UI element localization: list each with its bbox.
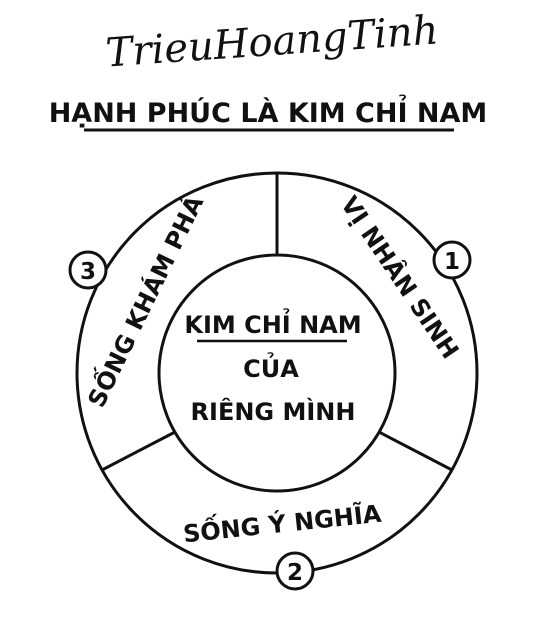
page-title: HẠNH PHÚC LÀ KIM CHỈ NAM: [49, 94, 488, 129]
badge-2: 2: [275, 551, 315, 591]
center-line-1: KIM CHỈ NAM: [184, 306, 361, 339]
center-line-3: RIÊNG MÌNH: [191, 397, 356, 426]
badge-1-circle: [432, 240, 472, 280]
badge-1-number: 1: [444, 249, 460, 275]
divider-bottom-left: [101, 430, 176, 472]
badge-3: 3: [68, 250, 108, 290]
badge-3-number: 3: [80, 259, 96, 285]
badge-2-circle: [275, 551, 315, 591]
badge-2-number: 2: [287, 560, 303, 586]
signature: TrieuHoangTinh: [104, 7, 440, 76]
divider-bottom-right: [378, 430, 453, 472]
center-line-2: CỦA: [243, 350, 299, 383]
badge-1: 1: [432, 240, 472, 280]
segment-2-label: SỐNG Ý NGHĨA: [181, 495, 383, 549]
badge-3-circle: [68, 250, 108, 290]
